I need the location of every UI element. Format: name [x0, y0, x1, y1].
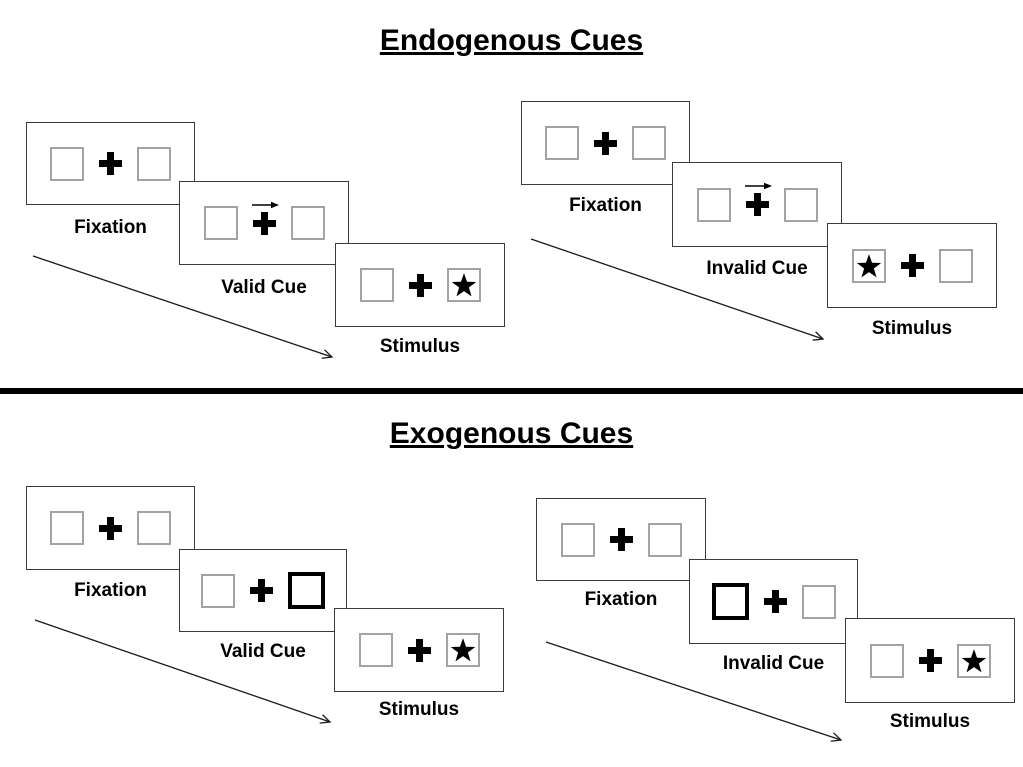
- left-placeholder-box: [560, 522, 595, 557]
- left-placeholder-box: [203, 206, 238, 240]
- panel-label: Stimulus: [871, 318, 953, 339]
- star-icon: [856, 253, 881, 277]
- right-arrow-cue-icon: [744, 182, 772, 190]
- timeline-arrow: [530, 238, 834, 349]
- right-placeholder-box: [801, 584, 836, 619]
- section-title-exogenous: Exogenous Cues: [389, 417, 634, 450]
- panel-label: Fixation: [584, 589, 658, 610]
- star-icon: [450, 638, 475, 662]
- fixation-cross-icon: [900, 254, 924, 277]
- fixation-cross-icon: [99, 516, 122, 540]
- panel-label: Valid Cue: [220, 641, 306, 662]
- fixation-cross-icon: [918, 649, 942, 672]
- right-placeholder-box: [290, 206, 325, 240]
- fixation-cross-icon: [251, 201, 279, 235]
- star-stimulus-box: [446, 268, 481, 302]
- right-placeholder-box: [783, 187, 818, 222]
- trial-panel-stimulus: [845, 618, 1015, 703]
- panel-label: Stimulus: [378, 699, 460, 720]
- trial-panel-fixation: [536, 498, 706, 581]
- trial-panel-invalid-cue: [689, 559, 858, 644]
- timeline-arrow: [32, 255, 342, 368]
- timeline-arrow: [545, 641, 853, 750]
- highlighted-cue-box: [288, 572, 325, 609]
- star-icon: [961, 648, 986, 672]
- panel-label: Fixation: [74, 217, 147, 238]
- star-icon: [451, 273, 476, 297]
- highlighted-cue-box: [711, 583, 749, 620]
- star-stimulus-box: [851, 248, 886, 283]
- section-divider: [0, 388, 1023, 394]
- trial-panel-fixation: [26, 486, 195, 570]
- fixation-cross-icon: [744, 182, 772, 216]
- star-stimulus-box: [956, 643, 991, 678]
- trial-panel-fixation: [521, 101, 690, 185]
- trial-panel-invalid-cue: [672, 162, 842, 247]
- fixation-cross-icon: [763, 590, 787, 613]
- timeline-arrow: [34, 619, 342, 732]
- fixation-cross-icon: [407, 638, 431, 662]
- right-placeholder-box: [938, 248, 973, 283]
- trial-panel-stimulus: [827, 223, 997, 308]
- trial-panel-valid-cue: [179, 549, 347, 632]
- left-placeholder-box: [50, 511, 84, 545]
- left-placeholder-box: [696, 187, 731, 222]
- fixation-cross-icon: [594, 131, 617, 155]
- left-placeholder-box: [869, 643, 904, 678]
- fixation-cross-icon: [408, 273, 432, 297]
- panel-label: Stimulus: [889, 711, 971, 732]
- fixation-cross-icon: [250, 579, 273, 602]
- right-placeholder-box: [137, 146, 171, 181]
- right-placeholder-box: [137, 511, 171, 545]
- panel-label: Invalid Cue: [706, 258, 808, 279]
- fixation-cross-icon: [609, 528, 633, 551]
- panel-label: Valid Cue: [221, 277, 307, 298]
- left-placeholder-box: [545, 126, 579, 160]
- panel-label: Fixation: [569, 195, 642, 216]
- left-placeholder-box: [50, 146, 84, 181]
- right-placeholder-box: [647, 522, 682, 557]
- star-stimulus-box: [445, 633, 480, 667]
- left-placeholder-box: [201, 573, 235, 608]
- trial-panel-valid-cue: [179, 181, 349, 265]
- panel-label: Stimulus: [379, 336, 461, 357]
- right-arrow-cue-icon: [251, 201, 279, 208]
- fixation-cross-icon: [99, 152, 122, 175]
- trial-panel-stimulus: [335, 243, 505, 327]
- trial-panel-fixation: [26, 122, 195, 205]
- right-placeholder-box: [632, 126, 666, 160]
- panel-label: Fixation: [74, 580, 147, 601]
- panel-label: Invalid Cue: [722, 653, 825, 674]
- section-title-endogenous: Endogenous Cues: [379, 24, 644, 57]
- left-placeholder-box: [359, 268, 394, 302]
- trial-panel-stimulus: [334, 608, 504, 692]
- left-placeholder-box: [358, 633, 393, 667]
